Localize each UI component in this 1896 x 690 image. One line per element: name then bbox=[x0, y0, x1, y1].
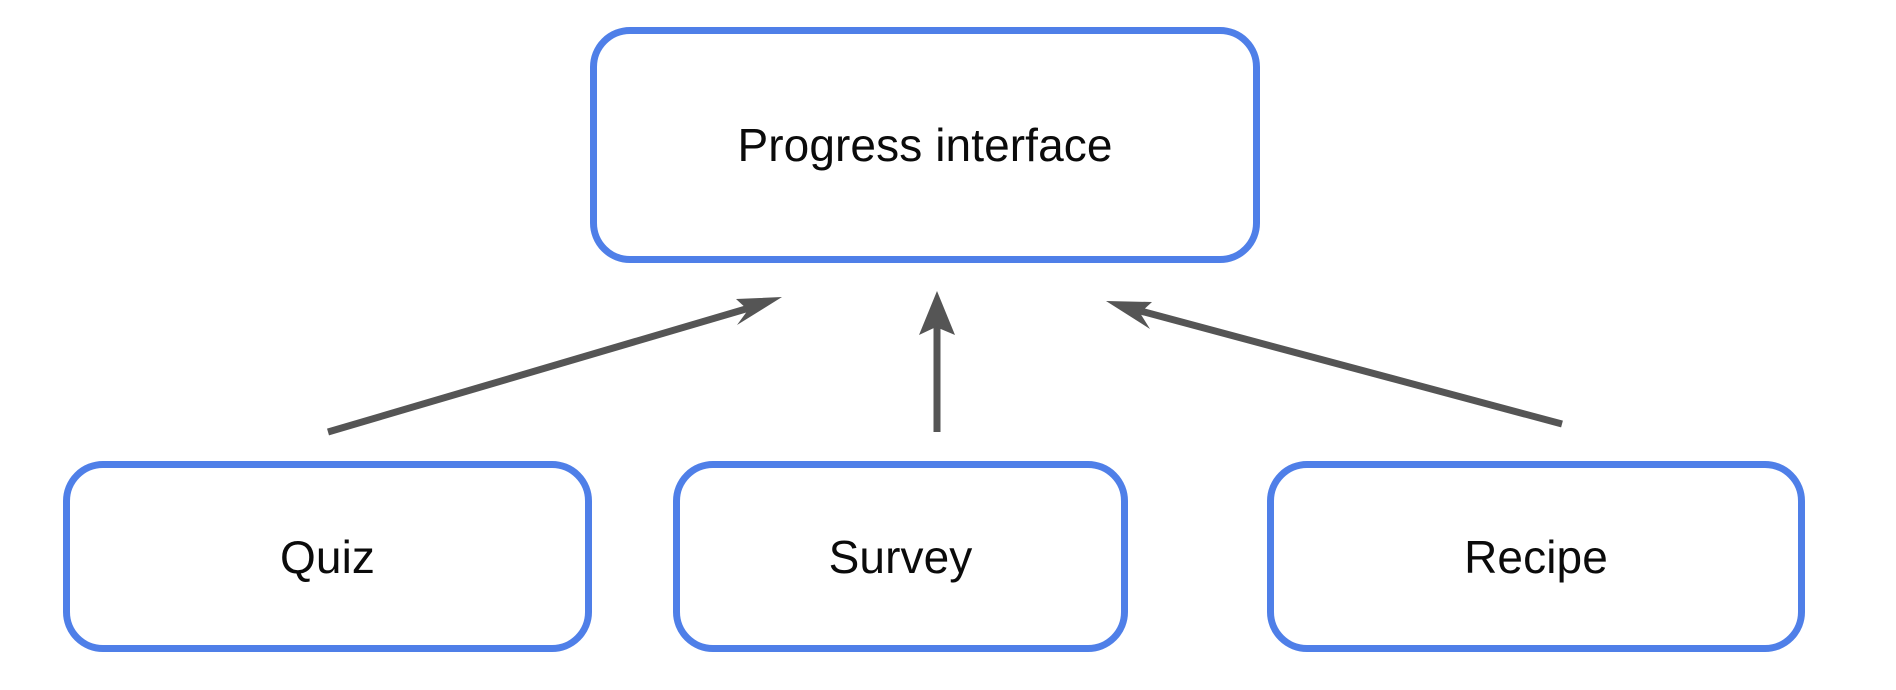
edge-recipe-to-progress-interface bbox=[1106, 301, 1563, 428]
node-label: Quiz bbox=[280, 530, 375, 583]
node-survey[interactable]: Survey bbox=[673, 461, 1128, 652]
edge-quiz-to-progress-interface bbox=[327, 297, 782, 436]
node-quiz[interactable]: Quiz bbox=[63, 461, 592, 652]
edge-line bbox=[1132, 305, 1563, 428]
arrowhead-icon bbox=[736, 297, 782, 325]
edge-survey-to-progress-interface bbox=[919, 291, 955, 432]
edge-line bbox=[327, 302, 757, 436]
arrowhead-icon bbox=[1106, 301, 1152, 329]
node-label: Recipe bbox=[1464, 530, 1608, 583]
node-label: Progress interface bbox=[737, 119, 1113, 171]
node-recipe[interactable]: Recipe bbox=[1267, 461, 1805, 652]
node-label: Survey bbox=[828, 530, 973, 583]
node-progress-interface[interactable]: Progress interface bbox=[590, 27, 1260, 263]
arrowhead-icon bbox=[919, 291, 955, 335]
